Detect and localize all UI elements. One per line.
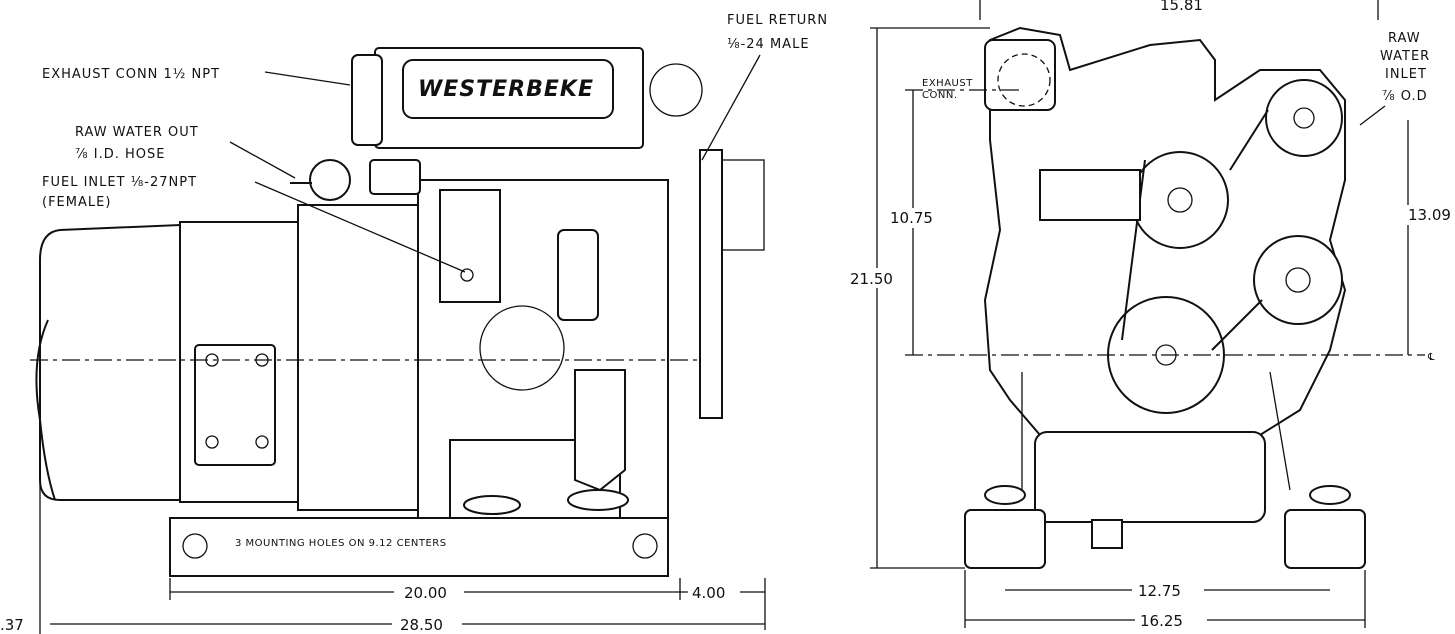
- raw-water-fitting: [309, 159, 351, 201]
- fuel-inlet-label: FUEL INLET ⅛-27NPT: [42, 175, 197, 190]
- alternator-pulley: [1253, 235, 1343, 325]
- raw-water-label-4: ⅞ O.D: [1382, 89, 1428, 104]
- raw-water-out-label: RAW WATER OUT: [75, 125, 199, 140]
- raw-water-label-1: RAW: [1388, 31, 1421, 46]
- side-view: WESTERBEKE 3 MOUNTING HOLES ON 9.12 CENT…: [0, 13, 828, 634]
- dim-12-75: 12.75: [1138, 582, 1181, 600]
- dim-20-00: 20.00: [404, 584, 447, 602]
- mount-plate: [194, 344, 276, 466]
- mounting-holes-note: 3 MOUNTING HOLES ON 9.12 CENTERS: [235, 538, 447, 549]
- crank-cover: [479, 305, 565, 391]
- end-exhaust-label: EXHAUST: [922, 78, 973, 89]
- svg-text:℄: ℄: [1427, 352, 1435, 363]
- end-injection: [1039, 169, 1141, 221]
- generator-flange: [297, 204, 419, 511]
- belt-guard: [721, 159, 765, 251]
- dim-15-81: 15.81: [1160, 0, 1203, 14]
- dim-0-37: .37: [0, 616, 24, 634]
- raw-water-label-3: INLET: [1385, 67, 1427, 82]
- fuel-return-label: FUEL RETURN: [727, 13, 828, 28]
- dim-16-25: 16.25: [1140, 612, 1183, 630]
- fuel-return-thread: ⅛-24 MALE: [727, 37, 810, 52]
- injection-pump: [439, 189, 501, 303]
- logo-plate: [402, 59, 614, 119]
- exhaust-conn-label: EXHAUST CONN 1½ NPT: [42, 67, 220, 82]
- front-mount: [574, 369, 626, 492]
- flywheel-pulley: [699, 149, 723, 419]
- end-oil-pan: [1034, 431, 1266, 523]
- base-rail: [169, 517, 669, 577]
- raw-water-out-hose: ⅞ I.D. HOSE: [75, 147, 165, 162]
- dim-21-50: 21.50: [850, 270, 893, 288]
- end-view: 15.81 ℄ EXHAUST CONN. RAW WATER INLET: [848, 0, 1455, 630]
- end-foot-right: [1284, 509, 1366, 569]
- exhaust-manifold: [351, 54, 383, 146]
- manufacturer-logo: WESTERBEKE: [418, 77, 594, 102]
- raw-water-label-2: WATER: [1380, 49, 1430, 64]
- dim-4-00: 4.00: [692, 584, 725, 602]
- fuel-filter: [557, 229, 599, 321]
- dim-13-09: 13.09: [1408, 206, 1451, 224]
- generator-housing: [39, 223, 181, 501]
- end-foot-left: [964, 509, 1046, 569]
- end-exhaust-conn: CONN.: [922, 90, 958, 101]
- end-exhaust: [984, 39, 1056, 111]
- raw-water-pump-pulley: [1265, 79, 1343, 157]
- dim-28-50: 28.50: [400, 616, 443, 634]
- fuel-inlet-type: (FEMALE): [42, 195, 111, 210]
- dim-10-75: 10.75: [890, 209, 933, 227]
- water-pump-pulley: [1131, 151, 1229, 249]
